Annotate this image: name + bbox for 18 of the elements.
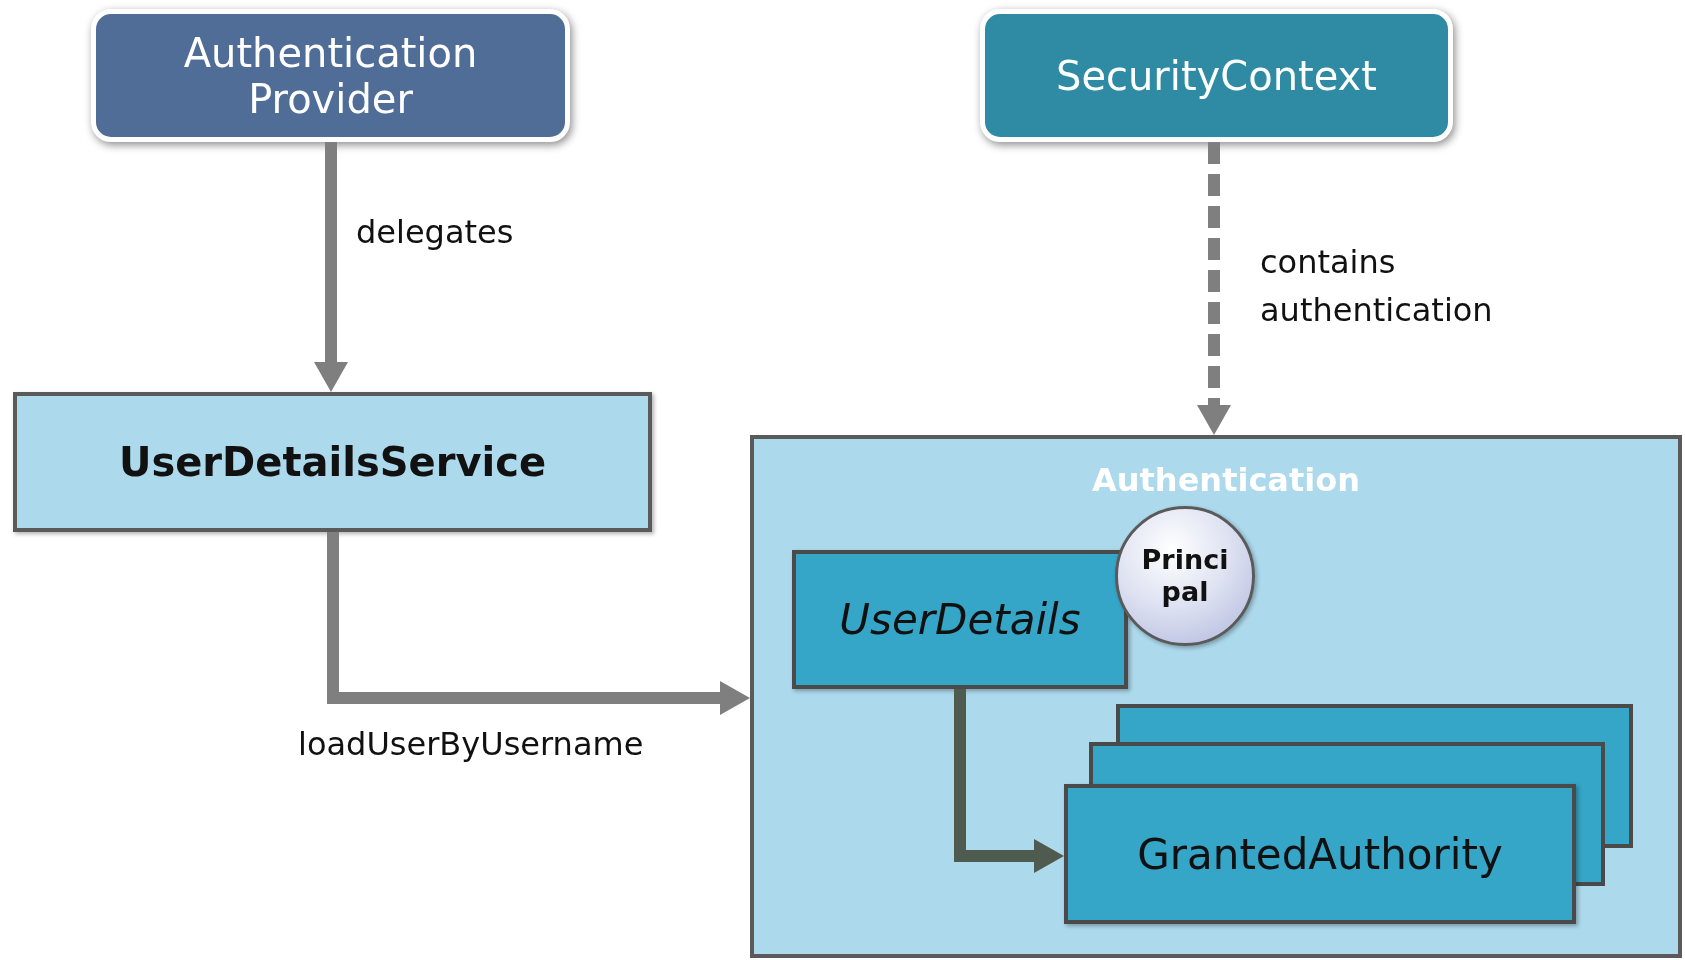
arrow [1197, 142, 1231, 435]
box-label: SecurityContext [1056, 52, 1377, 99]
service-box [13, 392, 652, 532]
class-box [792, 550, 1128, 689]
edge-label: contains authentication [1260, 242, 1494, 331]
box-label: Authentication Provider [182, 29, 479, 122]
container-box [750, 435, 1682, 958]
box-label: UserDetails [839, 595, 1081, 644]
box-label: GrantedAuthority [1137, 829, 1503, 879]
box-label: UserDetailsService [118, 439, 547, 485]
arrow [327, 532, 750, 715]
container-title: Authentication [1091, 461, 1361, 499]
edge-label: loadUserByUsername [298, 724, 644, 765]
box-label: Princi pal [1141, 543, 1229, 609]
arrow [954, 689, 1064, 873]
class-box [1064, 784, 1576, 924]
edge-label: delegates [356, 212, 514, 253]
arrow [314, 142, 348, 392]
